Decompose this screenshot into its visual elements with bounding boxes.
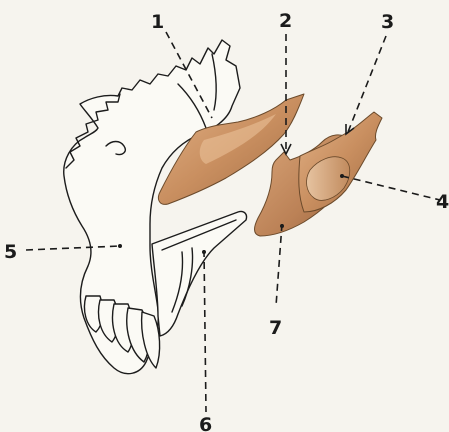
leader-line-7 xyxy=(276,224,282,306)
pointer-dot-4 xyxy=(340,174,344,178)
leader-line-6 xyxy=(204,250,206,412)
callout-1: 1 xyxy=(151,11,164,33)
jaw-outline-drawing xyxy=(64,40,247,374)
callout-3: 3 xyxy=(381,11,394,33)
pointer-dot-7 xyxy=(280,224,284,228)
pointer-dot-6 xyxy=(202,250,206,254)
callout-7: 7 xyxy=(269,317,282,339)
callout-4: 4 xyxy=(436,191,449,213)
pointer-dot-5 xyxy=(118,244,122,248)
callout-6: 6 xyxy=(199,414,212,432)
leader-line-4 xyxy=(342,176,440,200)
callout-5: 5 xyxy=(4,241,17,263)
callout-2: 2 xyxy=(279,10,292,32)
mandible-ramus-outline xyxy=(152,211,247,336)
bone-piece-3-4 xyxy=(299,112,382,212)
